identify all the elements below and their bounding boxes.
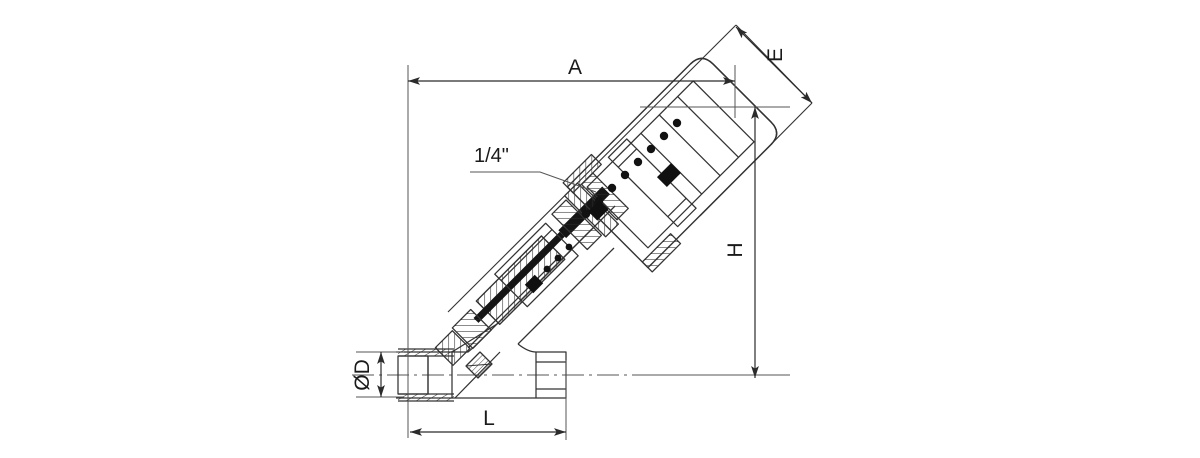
actuator-envelope xyxy=(447,24,813,313)
dimension-H: H xyxy=(640,106,790,378)
dimension-E: E xyxy=(735,26,813,104)
dimension-D: ØD xyxy=(351,351,404,398)
dimension-A: A xyxy=(407,56,736,438)
dimension-E-line xyxy=(735,26,813,104)
dimension-L-label: L xyxy=(483,407,495,430)
port-thread-label: 1/4" xyxy=(474,145,509,167)
dimension-H-label: H xyxy=(724,242,747,257)
dimension-A-label: A xyxy=(568,56,582,79)
annotation-port-thread: 1/4" xyxy=(470,145,597,193)
annotation-leader-line xyxy=(470,171,597,193)
dimension-D-label: ØD xyxy=(351,359,374,391)
seal-blocks xyxy=(524,162,682,294)
spring-detail xyxy=(543,118,682,273)
dimension-L: L xyxy=(410,360,567,440)
dimension-E-label: E xyxy=(764,48,787,62)
